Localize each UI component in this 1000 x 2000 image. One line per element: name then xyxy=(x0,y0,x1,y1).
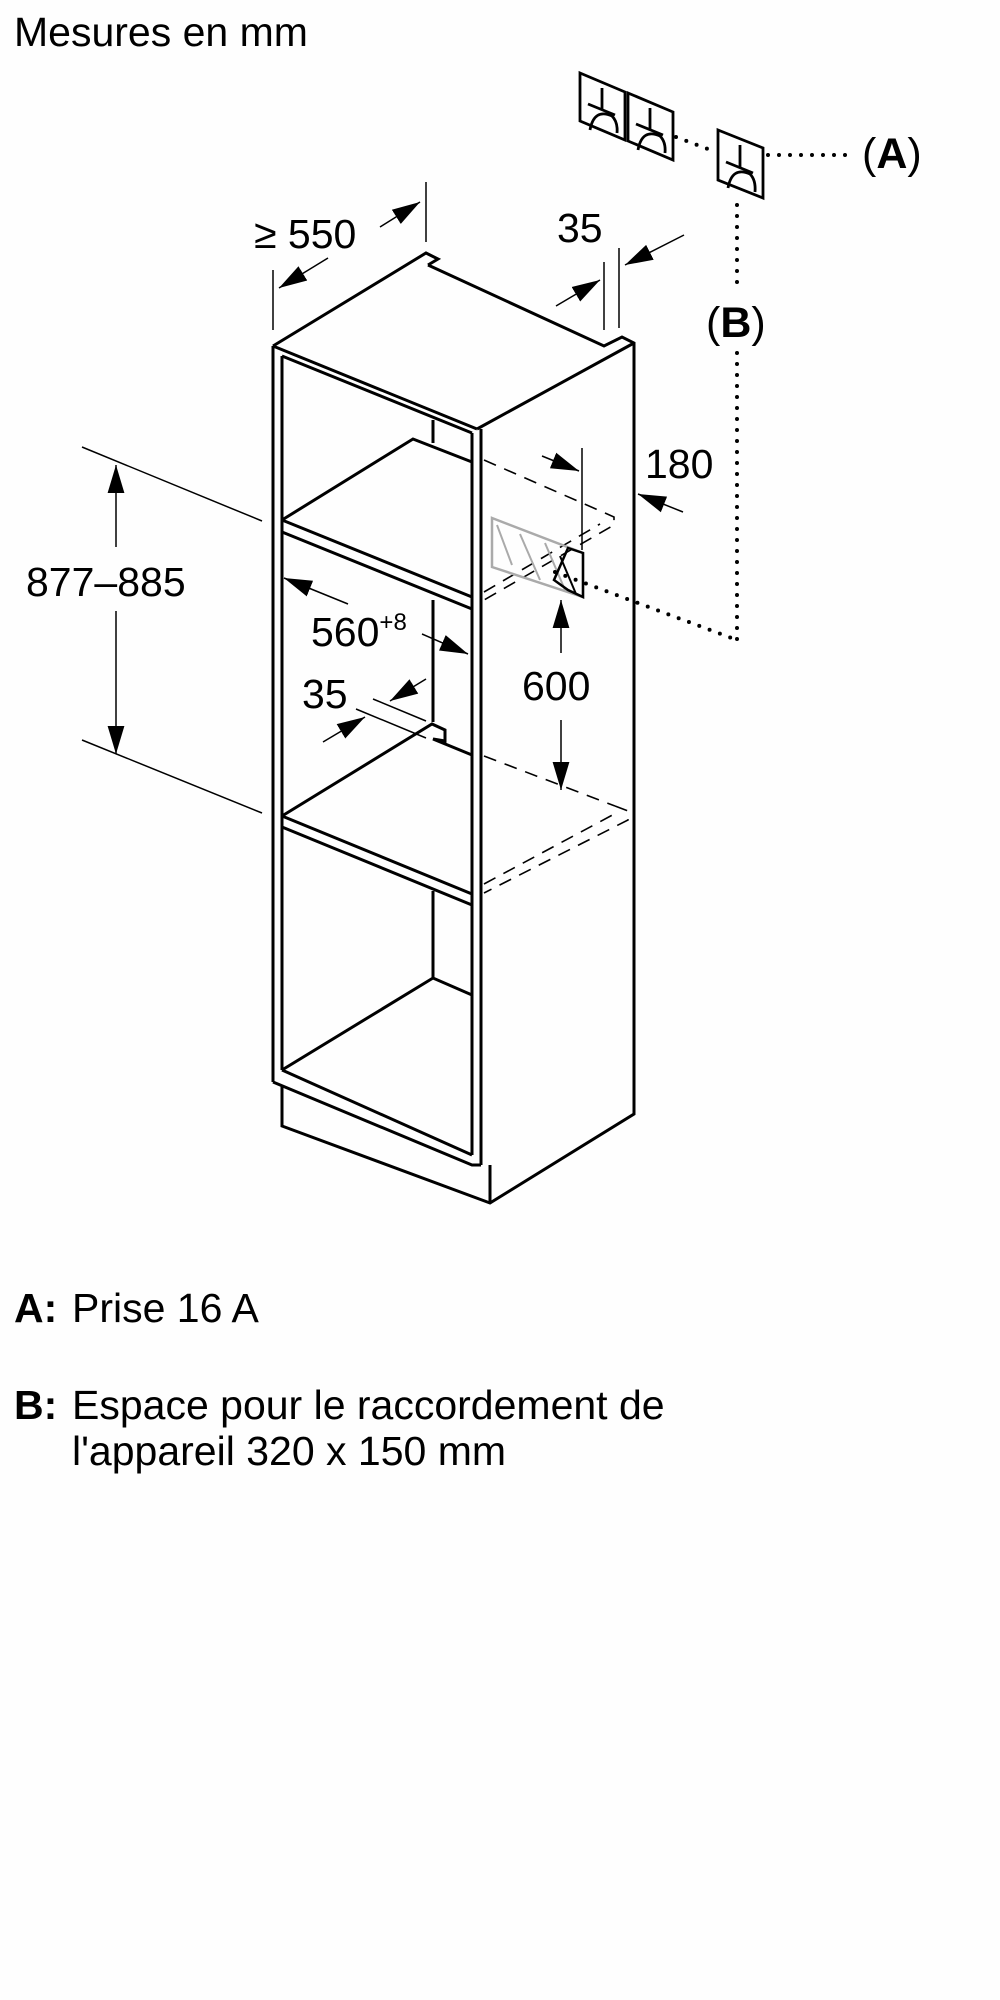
socket-icon xyxy=(716,127,765,201)
connection-space-box xyxy=(490,516,585,599)
dim-back-gap-shelf-label: 35 xyxy=(302,671,348,717)
dim-width-base: 560 xyxy=(311,609,379,655)
legend-item-a: A: Prise 16 A xyxy=(14,1285,259,1331)
cabinet-outline xyxy=(271,251,636,1205)
dim-back-gap-top-label: 35 xyxy=(557,205,603,251)
legend-text: l'appareil 320 x 150 mm xyxy=(72,1428,507,1474)
dim-niche-height-label: 600 xyxy=(522,663,590,709)
socket-icon xyxy=(626,90,675,163)
dim-width-label: 560+8 xyxy=(311,609,407,655)
legend-key: A: xyxy=(14,1285,58,1331)
dim-side-offset-label: 180 xyxy=(645,441,713,487)
appliance-dashed-outline xyxy=(483,459,629,894)
dim-depth-label: ≥ 550 xyxy=(254,211,356,257)
dimension-lines xyxy=(81,182,685,814)
callout-a: (A) xyxy=(862,130,922,178)
socket-group xyxy=(578,70,765,201)
dotted-leaders xyxy=(553,135,857,642)
legend-text: Espace pour le raccordement de xyxy=(72,1382,665,1428)
dim-width-tolerance: +8 xyxy=(379,609,406,636)
legend-item-b: B: Espace pour le raccordement de l'appa… xyxy=(14,1382,665,1474)
page-title: Mesures en mm xyxy=(14,9,308,55)
legend-text: Prise 16 A xyxy=(72,1285,259,1331)
socket-icon xyxy=(578,70,627,143)
dim-height-label: 877–885 xyxy=(26,559,186,605)
legend-key: B: xyxy=(14,1382,58,1428)
callout-b: (B) xyxy=(706,299,766,347)
